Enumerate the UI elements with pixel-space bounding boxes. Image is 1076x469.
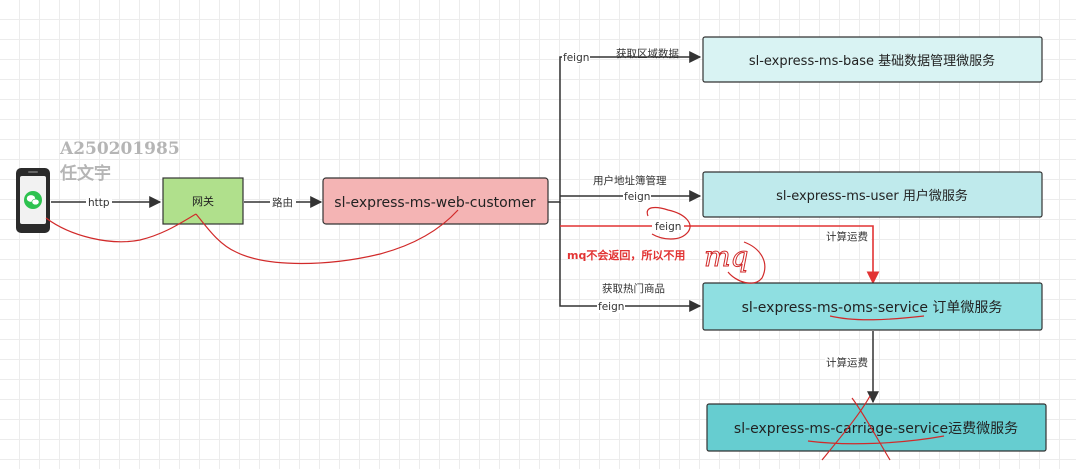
label-route: 路由	[272, 196, 293, 209]
label-calc-freight-2: 计算运费	[826, 356, 868, 369]
node-carriage: sl-express-ms-carriage-service运费微服务	[706, 403, 1047, 452]
annotation-mq-note: mq不会返回，所以不用	[567, 248, 685, 262]
watermark-name: 任文宇	[59, 163, 111, 184]
node-web-customer-label: sl-express-ms-web-customer	[334, 195, 536, 211]
annotation-handwriting-mq: mq	[704, 240, 748, 273]
node-gateway: 网关	[162, 177, 244, 225]
hand-drawn-annotations: mq	[45, 206, 945, 461]
phone-device	[16, 168, 50, 233]
node-oms: sl-express-ms-oms-service 订单微服务	[702, 282, 1043, 331]
edge-web-oms	[559, 202, 702, 312]
label-feign-red: feign	[655, 221, 681, 233]
node-web-customer: sl-express-ms-web-customer	[322, 177, 549, 225]
label-feign-base: feign	[563, 52, 589, 64]
scribble-cross-stroke-1	[821, 395, 871, 461]
node-gateway-label: 网关	[192, 194, 214, 208]
label-area-data: 获取区域数据	[616, 47, 679, 60]
node-user: sl-express-ms-user 用户微服务	[702, 171, 1043, 218]
scribble-mq-tail	[727, 241, 766, 284]
label-hot-goods: 获取热门商品	[602, 282, 665, 295]
node-base: sl-express-ms-base 基础数据管理微服务	[702, 36, 1043, 83]
watermark-id: A250201985	[59, 139, 180, 159]
node-carriage-label: sl-express-ms-carriage-service运费微服务	[734, 421, 1018, 437]
node-user-label: sl-express-ms-user 用户微服务	[776, 188, 968, 204]
edge-web-base	[548, 51, 702, 203]
label-user-address: 用户地址簿管理	[593, 174, 667, 187]
node-base-label: sl-express-ms-base 基础数据管理微服务	[749, 53, 995, 69]
scribble-circle-feign	[646, 206, 691, 240]
scribble-loop-gateway	[195, 209, 459, 265]
label-calc-freight-1: 计算运费	[826, 230, 868, 243]
scribble-underline-phone	[45, 213, 197, 243]
scribble-underline-oms	[829, 315, 925, 321]
scribble-cross-stroke-2	[851, 397, 891, 461]
label-feign-oms: feign	[598, 301, 624, 313]
wechat-icon	[24, 191, 42, 209]
scribble-underline-carriage	[807, 435, 945, 445]
label-feign-user: feign	[624, 191, 650, 203]
label-http: http	[88, 197, 110, 209]
node-oms-label: sl-express-ms-oms-service 订单微服务	[742, 300, 1003, 316]
